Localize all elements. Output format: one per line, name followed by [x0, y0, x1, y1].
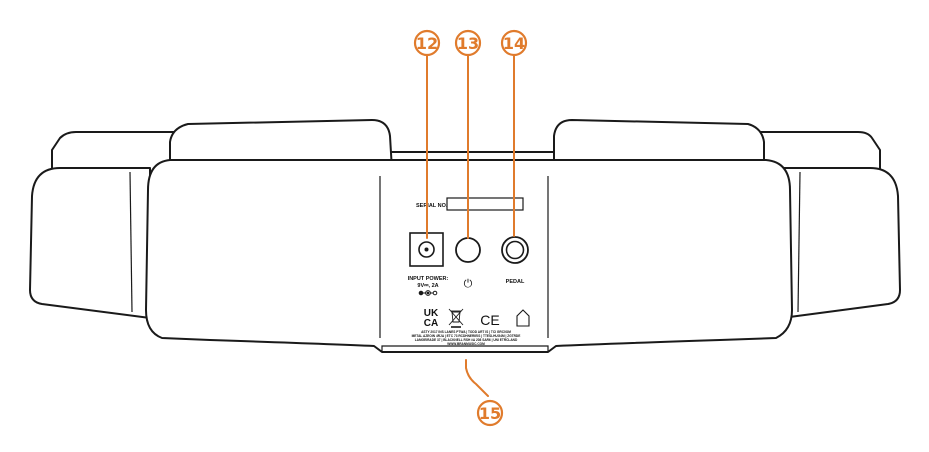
callout-12: 12: [413, 29, 441, 57]
svg-text:14: 14: [503, 34, 525, 53]
address-line: LAMGEIRADE 37 | BLACKNELL RSH #A 208 SAR…: [415, 338, 518, 342]
right-wing: [781, 167, 901, 319]
power-button[interactable]: [455, 237, 481, 263]
weee-bin-icon: [448, 308, 464, 328]
serial-number-box: [446, 197, 524, 211]
callout-13: 13: [454, 29, 482, 57]
address-block: ASTY 2017 INS LANES PTWA | TODD ART IS |…: [412, 330, 521, 346]
back-pad-left: [169, 119, 393, 171]
back-pad-right: [553, 119, 765, 171]
back-pad-right-outer: [759, 131, 881, 179]
address-line: ASTY 2017 INS LANES PTWA | TODD ART IS |…: [421, 330, 511, 334]
callout-14: 14: [500, 29, 528, 57]
ukca-mark-top: UK: [424, 308, 439, 319]
indoor-use-icon: [516, 309, 530, 327]
svg-text:13: 13: [457, 34, 479, 53]
serial-label: SERIAL NO.:: [416, 203, 449, 209]
device-body: [29, 119, 901, 353]
polarity-symbol-icon: [418, 290, 438, 296]
svg-text:12: 12: [416, 34, 438, 53]
power-symbol-icon: ⏻: [464, 277, 473, 290]
input-power-label: INPUT POWER:: [408, 276, 449, 282]
address-line: METAL AZEOIN 4RJA | ETC 73 RCDHNERIEIS |…: [412, 334, 521, 338]
address-line: WWW.BRANMUSIC.COM: [447, 342, 485, 346]
pedal-label: PEDAL: [506, 279, 525, 285]
input-power-rating: 9V⎓, 2A: [417, 283, 438, 289]
callout-15-leader: [465, 359, 489, 397]
panel-seams: [129, 171, 801, 352]
callout-leaders: [426, 55, 515, 397]
svg-text:15: 15: [479, 404, 501, 423]
left-wing: [29, 167, 151, 319]
pedal-jack[interactable]: [501, 236, 529, 264]
ukca-mark-bottom: CA: [424, 318, 438, 329]
callout-15: 15: [476, 399, 504, 427]
ce-mark: CE: [480, 312, 499, 328]
